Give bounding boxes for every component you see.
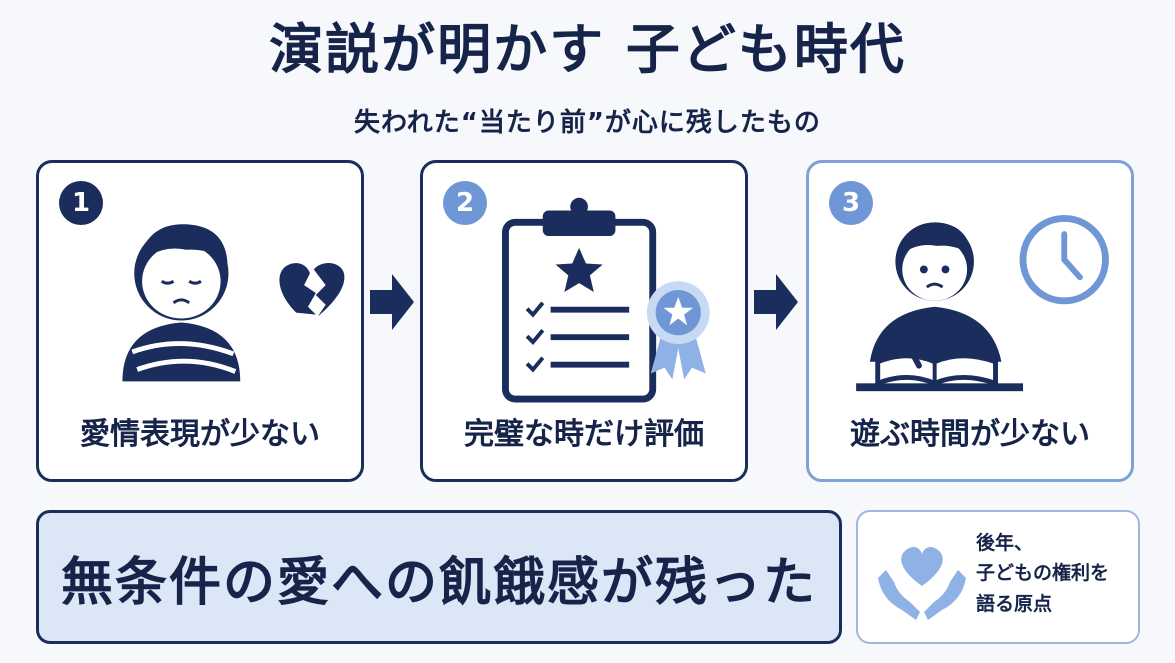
step-label-1: 愛情表現が少ない (80, 417, 320, 452)
sad-child-with-broken-heart-icon (122, 224, 345, 382)
step-number-3: 3 (829, 181, 873, 225)
aftermath-box: 後年、 子どもの権利を 語る原点 (856, 510, 1140, 644)
conclusion-box: 無条件の愛への飢餓感が残った (36, 510, 842, 644)
aftermath-line-2: 子どもの権利を (976, 562, 1110, 585)
hands-holding-heart-icon (878, 547, 966, 620)
aftermath-text: 後年、 子どもの権利を 語る原点 (976, 528, 1109, 619)
arrow-right-icon (370, 274, 414, 330)
step-label-3: 遊ぶ時間が少ない (850, 417, 1090, 452)
aftermath-line-1: 後年、 (976, 532, 1034, 554)
step-card-3: 3 遊ぶ時間が少ない (806, 160, 1134, 482)
page-subtitle: 失われた“当たり前”が心に残したもの (354, 108, 821, 138)
child-studying-with-clock-icon (856, 214, 1109, 392)
conclusion-text: 無条件の愛への飢餓感が残った (60, 552, 817, 613)
step-number-2: 2 (443, 181, 487, 225)
step-card-2: 2 完璧な時だけ評価 (420, 160, 748, 482)
clipboard-checklist-with-award-icon (502, 197, 710, 403)
step-label-2: 完璧な時だけ評価 (464, 417, 704, 452)
step-card-1: 1 愛情表現が少ない (36, 160, 364, 482)
aftermath-line-3: 語る原点 (976, 592, 1053, 615)
arrow-right-icon (754, 274, 798, 330)
page-title: 演説が明かす 子ども時代 (269, 18, 906, 81)
step-number-1: 1 (59, 181, 103, 225)
